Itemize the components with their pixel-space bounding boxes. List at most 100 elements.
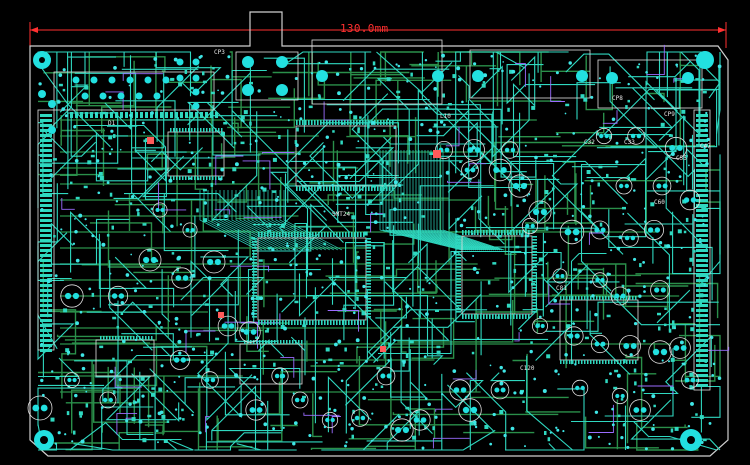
ic-pin	[696, 139, 708, 142]
via	[346, 206, 349, 210]
via	[338, 175, 341, 178]
ic-pin	[302, 186, 304, 191]
ic-pin	[456, 254, 461, 256]
ic-pin	[176, 128, 178, 132]
top-trace	[545, 301, 719, 332]
ic-pin	[532, 281, 537, 283]
top-trace	[46, 135, 129, 184]
mounting-hole-br-inner	[687, 436, 695, 444]
smd-pad	[83, 185, 88, 189]
smd-pad	[109, 192, 113, 197]
via	[100, 406, 104, 409]
bottom-trace	[84, 56, 166, 72]
smd-pad	[187, 169, 192, 174]
smd-pad	[255, 296, 260, 301]
capacitor-outline	[559, 219, 585, 245]
capacitor-outline	[170, 350, 190, 370]
ic-pin	[590, 360, 592, 364]
ic-pin	[560, 360, 562, 364]
chip-fanout	[207, 190, 267, 251]
via	[615, 141, 619, 145]
smd-pad	[583, 97, 588, 102]
ic-pin	[532, 305, 537, 307]
ic-pin	[456, 272, 461, 274]
smd-pad	[497, 235, 502, 238]
ic-pin	[40, 189, 52, 192]
smd-pad	[689, 385, 692, 390]
ic-pin	[696, 209, 708, 212]
inner-trace	[370, 213, 384, 233]
via	[305, 270, 308, 274]
smd-pad	[696, 99, 699, 102]
via	[622, 213, 625, 215]
capacitor-pad	[568, 333, 574, 339]
via	[62, 68, 66, 72]
via	[198, 55, 202, 59]
inner-trace	[242, 160, 271, 190]
top-trace	[337, 166, 414, 281]
via	[205, 425, 209, 429]
ic-pin	[40, 289, 52, 292]
via	[347, 174, 350, 177]
ic-pin	[593, 296, 595, 300]
smd-pad	[670, 428, 674, 433]
ic-pin	[532, 257, 537, 259]
via	[398, 307, 401, 311]
ic-pin	[696, 114, 708, 117]
via	[433, 87, 438, 91]
smd-pad	[531, 105, 536, 110]
top-trace	[510, 251, 620, 326]
via	[217, 89, 219, 92]
ic-pin	[285, 232, 287, 237]
via	[110, 148, 114, 151]
inner-trace	[515, 63, 526, 87]
bottom-trace	[679, 334, 721, 378]
via	[439, 120, 444, 124]
bottom-trace	[584, 416, 659, 449]
inner-layer-traces	[61, 44, 730, 449]
capacitor-pad	[249, 407, 256, 413]
capacitor-pad	[624, 183, 630, 189]
ic-pin	[40, 219, 52, 222]
via	[673, 327, 676, 330]
ic-pin	[252, 283, 257, 285]
via	[215, 308, 219, 312]
smd-pad	[273, 362, 276, 367]
ic-pin	[383, 120, 385, 125]
ic-pin	[315, 232, 317, 237]
ic-pin	[366, 262, 371, 264]
via	[459, 223, 464, 228]
smd-pad	[351, 434, 354, 439]
ic-pin	[696, 369, 708, 372]
ic-pin	[513, 314, 515, 319]
via	[435, 66, 437, 69]
top-trace	[651, 88, 680, 110]
via	[83, 386, 86, 390]
connector-pin	[153, 92, 161, 100]
ic-pin	[456, 305, 461, 307]
smd-pad	[553, 154, 557, 158]
top-trace	[121, 333, 174, 360]
capacitor-pad	[555, 274, 560, 278]
capacitor-outline	[390, 418, 414, 442]
capacitor-outline	[271, 367, 289, 385]
ic-pin	[40, 264, 52, 267]
top-trace	[522, 232, 559, 311]
capacitor-pad	[660, 348, 668, 356]
capacitor-pad	[535, 323, 540, 329]
ic-pin	[635, 296, 637, 300]
top-trace	[393, 281, 482, 356]
via	[542, 389, 547, 393]
bottom-trace	[400, 295, 407, 353]
smd-pad	[357, 194, 362, 199]
smd-pad	[264, 330, 269, 333]
top-trace	[95, 376, 177, 421]
via	[652, 424, 655, 426]
ic-pin	[632, 296, 634, 300]
via	[356, 255, 361, 260]
ic-pin	[528, 314, 530, 319]
ic-pin	[471, 230, 473, 235]
via	[95, 159, 100, 163]
ic-pin	[318, 320, 320, 325]
via	[556, 133, 559, 136]
